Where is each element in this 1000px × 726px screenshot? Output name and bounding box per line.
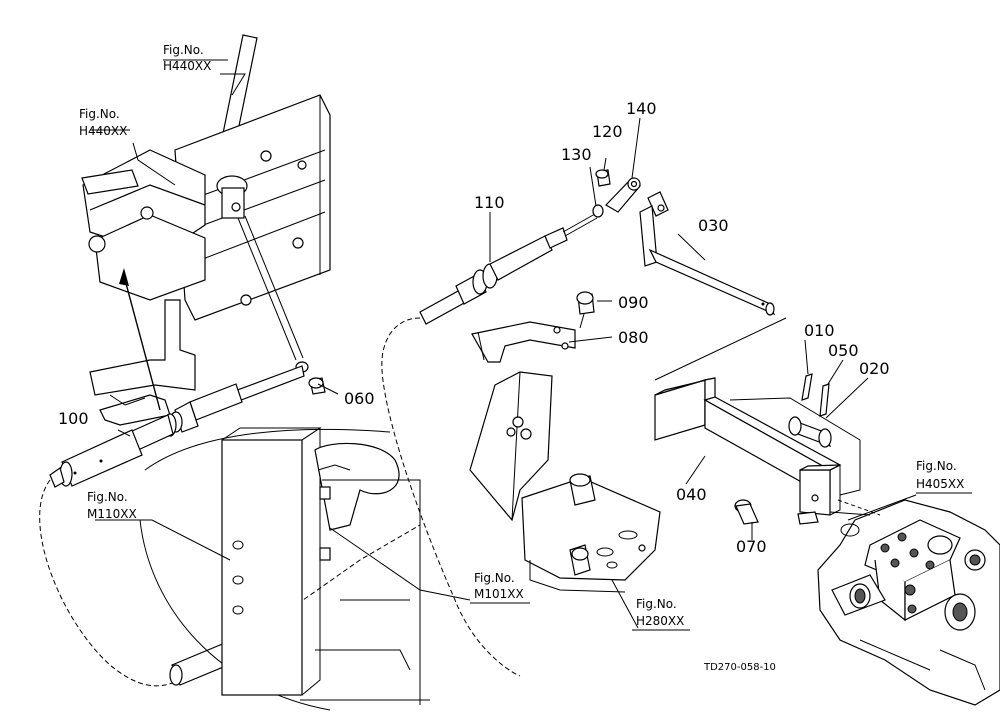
- figure-ref-label: Fig.No.: [87, 490, 128, 504]
- part-number-100: 100: [58, 409, 89, 428]
- part-number-010: 010: [804, 321, 835, 340]
- arm-040: [654, 317, 861, 525]
- lever-bracket-assembly: [81, 34, 331, 426]
- figure-ref-h440-top: Fig.No. H440XX: [163, 43, 211, 73]
- part-number-080: 080: [618, 328, 649, 347]
- collar-020: [788, 416, 832, 448]
- valve-body: [817, 499, 1000, 706]
- bolt-070: [734, 499, 759, 525]
- leader-lines: [90, 59, 972, 631]
- clevis-140: [605, 177, 641, 213]
- figure-ref-code: H440XX: [163, 59, 211, 73]
- drawing-code: TD270-058-10: [703, 662, 776, 673]
- figure-ref-m110: Fig.No. M110XX: [87, 490, 137, 521]
- figure-ref-h440-left: Fig.No. H440XX: [79, 107, 127, 138]
- mounting-plate: [469, 371, 661, 593]
- figure-ref-label: Fig.No.: [163, 43, 204, 57]
- bracket-080: [471, 321, 576, 363]
- part-number-050: 050: [828, 341, 859, 360]
- figure-ref-h405: Fig.No. H405XX: [916, 459, 964, 491]
- figure-ref-label: Fig.No.: [79, 107, 120, 121]
- pin-050: [819, 383, 830, 417]
- figure-ref-m101: Fig.No. M101XX: [474, 571, 524, 601]
- figure-ref-label: Fig.No.: [474, 571, 515, 585]
- shaft-030: [639, 191, 776, 316]
- bolt-120: [595, 169, 611, 187]
- part-number-110: 110: [474, 193, 505, 212]
- figure-ref-label: Fig.No.: [636, 597, 677, 611]
- figure-ref-label: Fig.No.: [916, 459, 957, 473]
- nut-130: [592, 204, 604, 218]
- part-number-130: 130: [561, 145, 592, 164]
- part-number-090: 090: [618, 293, 649, 312]
- part-number-060: 060: [344, 389, 375, 408]
- figure-ref-h280: Fig.No. H280XX: [636, 597, 684, 628]
- part-number-030: 030: [698, 216, 729, 235]
- frame-background: [139, 427, 430, 711]
- part-number-070: 070: [736, 537, 767, 556]
- cable-100: [39, 361, 421, 687]
- figure-ref-code: H405XX: [916, 477, 964, 491]
- cable-110: [381, 213, 598, 677]
- bolt-060: [308, 377, 326, 395]
- figure-ref-code: H280XX: [636, 614, 684, 628]
- figure-ref-code: H440XX: [79, 124, 127, 138]
- part-number-140: 140: [626, 99, 657, 118]
- figure-ref-code: M101XX: [474, 587, 524, 601]
- figure-ref-code: M110XX: [87, 507, 137, 521]
- bolt-090: [576, 291, 595, 329]
- part-number-120: 120: [592, 122, 623, 141]
- pin-010: [801, 373, 813, 401]
- part-number-020: 020: [859, 359, 890, 378]
- part-number-040: 040: [676, 485, 707, 504]
